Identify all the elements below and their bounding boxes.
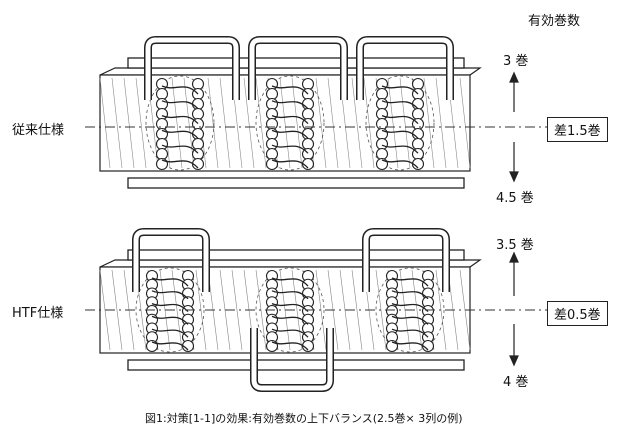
coil-wire <box>265 87 279 101</box>
coil-wire <box>375 137 389 151</box>
coil-wire <box>155 147 169 161</box>
coil-wire <box>191 107 205 121</box>
conventional-spec-label: 従来仕様 <box>12 123 65 138</box>
coil-wire <box>155 127 169 141</box>
coil-wire <box>265 107 279 121</box>
coil-wire <box>301 107 315 121</box>
figure-caption: 図1:対策[1-1]の効果:有効巻数の上下バランス(2.5巻× 3列の例) <box>145 412 463 425</box>
coil-wire <box>155 87 169 101</box>
coil-wire <box>265 137 279 151</box>
coil-wire <box>411 77 425 91</box>
coil-wire <box>375 107 389 121</box>
htf-difference-box: 差0.5巻 <box>547 301 608 326</box>
coil-wire <box>411 107 425 121</box>
htf-spec-label: HTF仕様 <box>12 306 64 321</box>
coil-wire <box>265 127 279 141</box>
coil-wire <box>155 107 169 121</box>
conventional-spring-panel <box>99 36 482 189</box>
arrows <box>509 71 519 367</box>
loop-bar-upper <box>357 37 453 100</box>
coil-wire <box>301 77 315 91</box>
htf-upper-turns: 3.5 巻 <box>496 238 534 253</box>
coil-wire <box>155 97 169 111</box>
coil-wire <box>191 97 205 111</box>
loop-bar-upper <box>145 37 239 100</box>
conventional-difference-box: 差1.5巻 <box>547 117 608 142</box>
coil-wire <box>375 127 389 141</box>
conventional-lower-plate <box>127 177 465 189</box>
loop-bar-upper <box>363 229 449 292</box>
coil-wire <box>375 87 389 101</box>
coil-wire <box>191 77 205 91</box>
coil-wire <box>301 137 315 151</box>
htf-lower-turns: 4 巻 <box>503 375 529 390</box>
coil-wire <box>411 137 425 151</box>
conventional-upper-plate <box>127 57 465 69</box>
htf-upper-plate <box>127 249 465 261</box>
coil-wire <box>411 97 425 111</box>
coil-wire <box>265 117 279 131</box>
coil-wire <box>375 147 389 161</box>
htf-lower-plate <box>127 359 465 371</box>
loop-bar-lower <box>251 328 333 391</box>
coil-wire <box>265 97 279 111</box>
coil-wire <box>155 117 169 131</box>
effective-turns-header: 有効巻数 <box>528 14 581 29</box>
coil-wire <box>265 147 279 161</box>
coil-wire <box>375 117 389 131</box>
coil-wire <box>375 97 389 111</box>
conventional-upper-turns: 3 巻 <box>503 54 529 69</box>
coil-wire <box>191 137 205 151</box>
loop-bar-upper <box>133 229 209 292</box>
loop-bar-upper <box>249 37 347 100</box>
conventional-lower-turns: 4.5 巻 <box>496 191 534 206</box>
coil-wire <box>155 137 169 151</box>
center-lines <box>85 126 600 311</box>
coil-wire <box>301 97 315 111</box>
